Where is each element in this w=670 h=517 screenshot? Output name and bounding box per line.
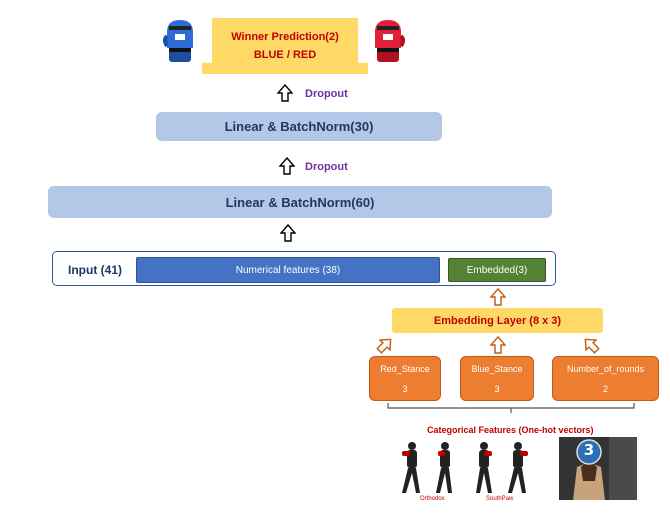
grouping-brace xyxy=(386,402,636,418)
fighter-stance-images xyxy=(398,437,546,499)
input-label: Input (41) xyxy=(68,263,122,277)
feature-name: Blue_Stance xyxy=(471,363,523,374)
feature-blue-stance: Blue_Stance 3 xyxy=(460,356,534,401)
embedding-layer: Embedding Layer (8 x 3) xyxy=(392,308,603,333)
feature-name: Number_of_rounds xyxy=(566,363,645,374)
red-glove-icon xyxy=(371,18,405,64)
linear-batchnorm-60: Linear & BatchNorm(60) xyxy=(48,186,552,218)
feature-name: Red_Stance xyxy=(380,363,430,374)
numerical-features-block: Numerical features (38) xyxy=(136,257,440,283)
winner-prediction-title: Winner Prediction(2) xyxy=(231,31,339,43)
dropout-label-1: Dropout xyxy=(305,88,348,100)
feature-value: 3 xyxy=(402,383,408,394)
embedded-features-block: Embedded(3) xyxy=(448,258,546,282)
linear-batchnorm-30: Linear & BatchNorm(30) xyxy=(156,112,442,141)
feature-red-stance: Red_Stance 3 xyxy=(369,356,441,401)
up-arrow-icon xyxy=(279,157,295,175)
feature-value: 2 xyxy=(602,383,608,394)
up-arrow-icon xyxy=(490,288,506,306)
stance-label-southpaw: SouthPaw xyxy=(486,496,514,502)
winner-prediction-subtitle: BLUE / RED xyxy=(253,49,317,61)
diagonal-arrow-icon xyxy=(582,336,600,354)
winner-prediction-box: Winner Prediction(2) BLUE / RED xyxy=(202,18,368,74)
dropout-label-2: Dropout xyxy=(305,161,348,173)
categorical-features-title: Categorical Features (One-hot vectors) xyxy=(427,425,594,435)
up-arrow-icon xyxy=(490,336,506,354)
feature-number-of-rounds: Number_of_rounds 2 xyxy=(552,356,659,401)
round-card-number: 3 xyxy=(583,441,595,459)
up-arrow-icon xyxy=(277,84,293,102)
blue-glove-icon xyxy=(163,18,197,64)
round-card-image: 3 xyxy=(559,437,637,500)
diagonal-arrow-icon xyxy=(376,336,394,354)
stance-label-orthodox: Orthodox xyxy=(420,496,445,502)
feature-value: 3 xyxy=(494,383,500,394)
up-arrow-icon xyxy=(280,224,296,242)
